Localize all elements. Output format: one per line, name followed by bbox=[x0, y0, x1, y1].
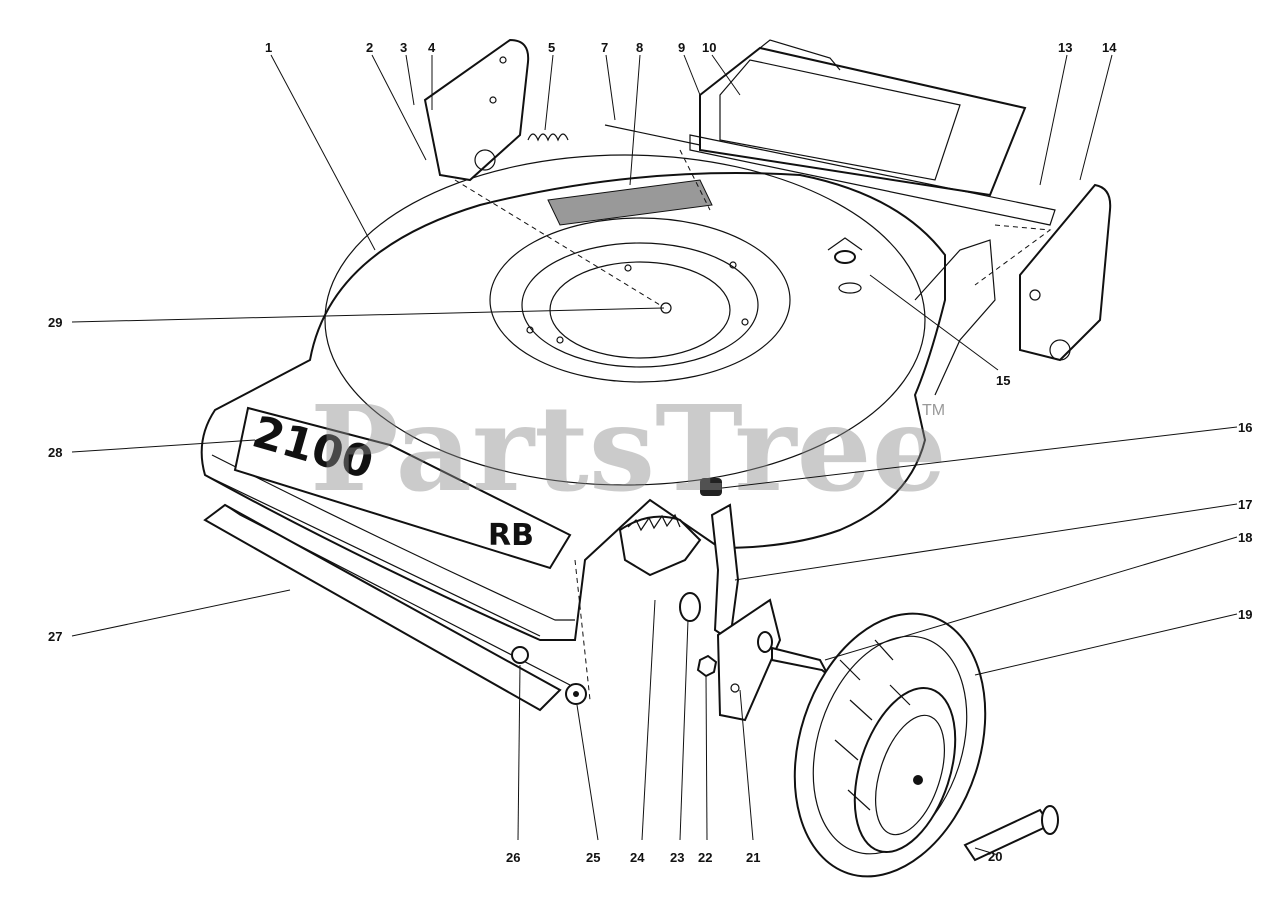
callout-16: 16 bbox=[1238, 420, 1252, 435]
callout-15: 15 bbox=[996, 373, 1010, 388]
callout-29: 29 bbox=[48, 315, 62, 330]
callout-10: 10 bbox=[702, 40, 716, 55]
callout-22: 22 bbox=[698, 850, 712, 865]
callout-19: 19 bbox=[1238, 607, 1252, 622]
callout-27: 27 bbox=[48, 629, 62, 644]
callout-28: 28 bbox=[48, 445, 62, 460]
front-bar bbox=[203, 503, 587, 712]
callout-5: 5 bbox=[548, 40, 555, 55]
callout-17: 17 bbox=[1238, 497, 1252, 512]
callout-14: 14 bbox=[1102, 40, 1117, 55]
callout-24: 24 bbox=[630, 850, 645, 865]
wheel-hardware bbox=[679, 503, 1059, 862]
callout-26: 26 bbox=[506, 850, 520, 865]
callout-2: 2 bbox=[366, 40, 373, 55]
rb-decal: RB bbox=[488, 518, 534, 553]
callout-20: 20 bbox=[988, 849, 1002, 864]
mower-deck bbox=[200, 154, 996, 641]
callout-25: 25 bbox=[586, 850, 600, 865]
callout-3: 3 bbox=[400, 40, 407, 55]
watermark-text: PartsTree bbox=[310, 379, 947, 518]
watermark-tm: TM bbox=[922, 402, 945, 419]
callout-9: 9 bbox=[678, 40, 685, 55]
callout-13: 13 bbox=[1058, 40, 1072, 55]
leader-lines bbox=[71, 54, 1238, 856]
upper-assembly bbox=[423, 38, 1112, 701]
callout-1: 1 bbox=[265, 40, 272, 55]
wheel bbox=[793, 612, 987, 878]
callout-23: 23 bbox=[670, 850, 684, 865]
callout-numbers: 1 2 3 4 5 7 8 9 10 13 14 15 16 17 18 19 … bbox=[48, 40, 1252, 865]
callout-7: 7 bbox=[601, 40, 608, 55]
callout-8: 8 bbox=[636, 40, 643, 55]
callout-18: 18 bbox=[1238, 530, 1252, 545]
callout-4: 4 bbox=[428, 40, 436, 55]
callout-21: 21 bbox=[746, 850, 760, 865]
